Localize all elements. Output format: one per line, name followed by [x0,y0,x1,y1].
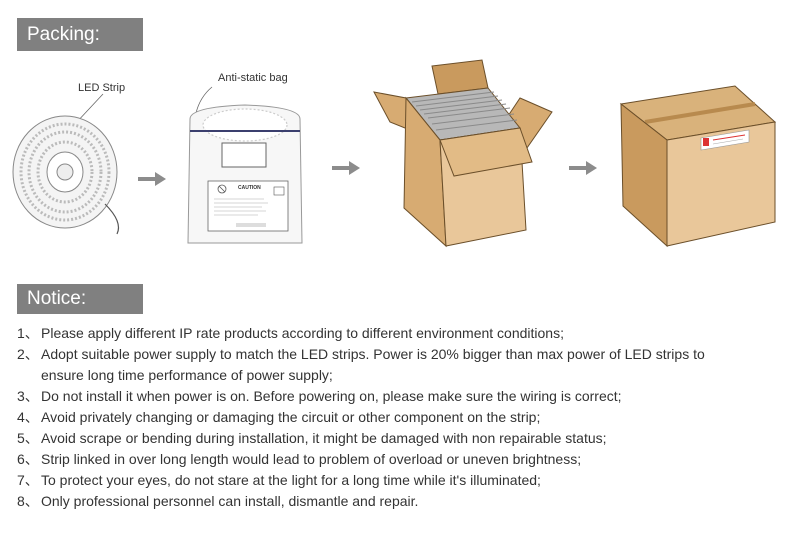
notice-item-text: To protect your eyes, do not stare at th… [41,472,541,488]
notice-item: 6、 Strip linked in over long length woul… [17,449,792,470]
notice-item-number: 2、 [17,346,39,362]
notice-item-number: 4、 [17,409,39,425]
notice-item-text: Do not install it when power is on. Befo… [41,388,622,404]
notice-item-continuation: ensure long time performance of power su… [41,367,333,383]
notice-item-number: 8、 [17,493,39,509]
arrow-right-icon [332,161,360,175]
packing-header: Packing: [17,18,143,51]
notice-item-number: 6、 [17,451,39,467]
notice-item: 1、 Please apply different IP rate produc… [17,323,792,344]
notice-item: 2、 Adopt suitable power supply to match … [17,344,792,386]
open-carton-icon [373,59,553,248]
notice-list: 1、 Please apply different IP rate produc… [17,323,792,512]
notice-item: 3、 Do not install it when power is on. B… [17,386,792,407]
notice-item-number: 3、 [17,388,39,404]
notice-item-number: 5、 [17,430,39,446]
notice-item-text: Adopt suitable power supply to match the… [41,346,705,362]
sealed-carton-icon [619,85,777,248]
notice-item: 4、 Avoid privately changing or damaging … [17,407,792,428]
notice-title: Notice: [27,288,87,309]
notice-item-text: Strip linked in over long length would l… [41,451,582,467]
notice-item-text: Only professional personnel can install,… [41,493,419,509]
led-strip-label: LED Strip [78,82,126,94]
packing-title-suffix: : [94,24,100,45]
notice-item-text: Please apply different IP rate products … [41,325,564,341]
notice-item: 5、 Avoid scrape or bending during instal… [17,428,792,449]
packing-title: Packing [27,24,95,45]
notice-item-text: Avoid scrape or bending during installat… [41,430,607,446]
notice-item: 7、 To protect your eyes, do not stare at… [17,470,792,491]
notice-item-number: 1、 [17,325,39,341]
notice-item: 8、 Only professional personnel can insta… [17,491,792,512]
notice-item-number: 7、 [17,472,39,488]
notice-item-text: Avoid privately changing or damaging the… [41,409,541,425]
notice-header: Notice: [17,284,143,314]
anti-static-bag-icon [187,86,303,244]
caution-label: CAUTION [238,185,261,191]
anti-static-bag-label: Anti-static bag [218,72,288,84]
arrow-right-icon [569,161,597,175]
led-strip-reel-icon [12,93,120,235]
arrow-right-icon [138,172,166,186]
